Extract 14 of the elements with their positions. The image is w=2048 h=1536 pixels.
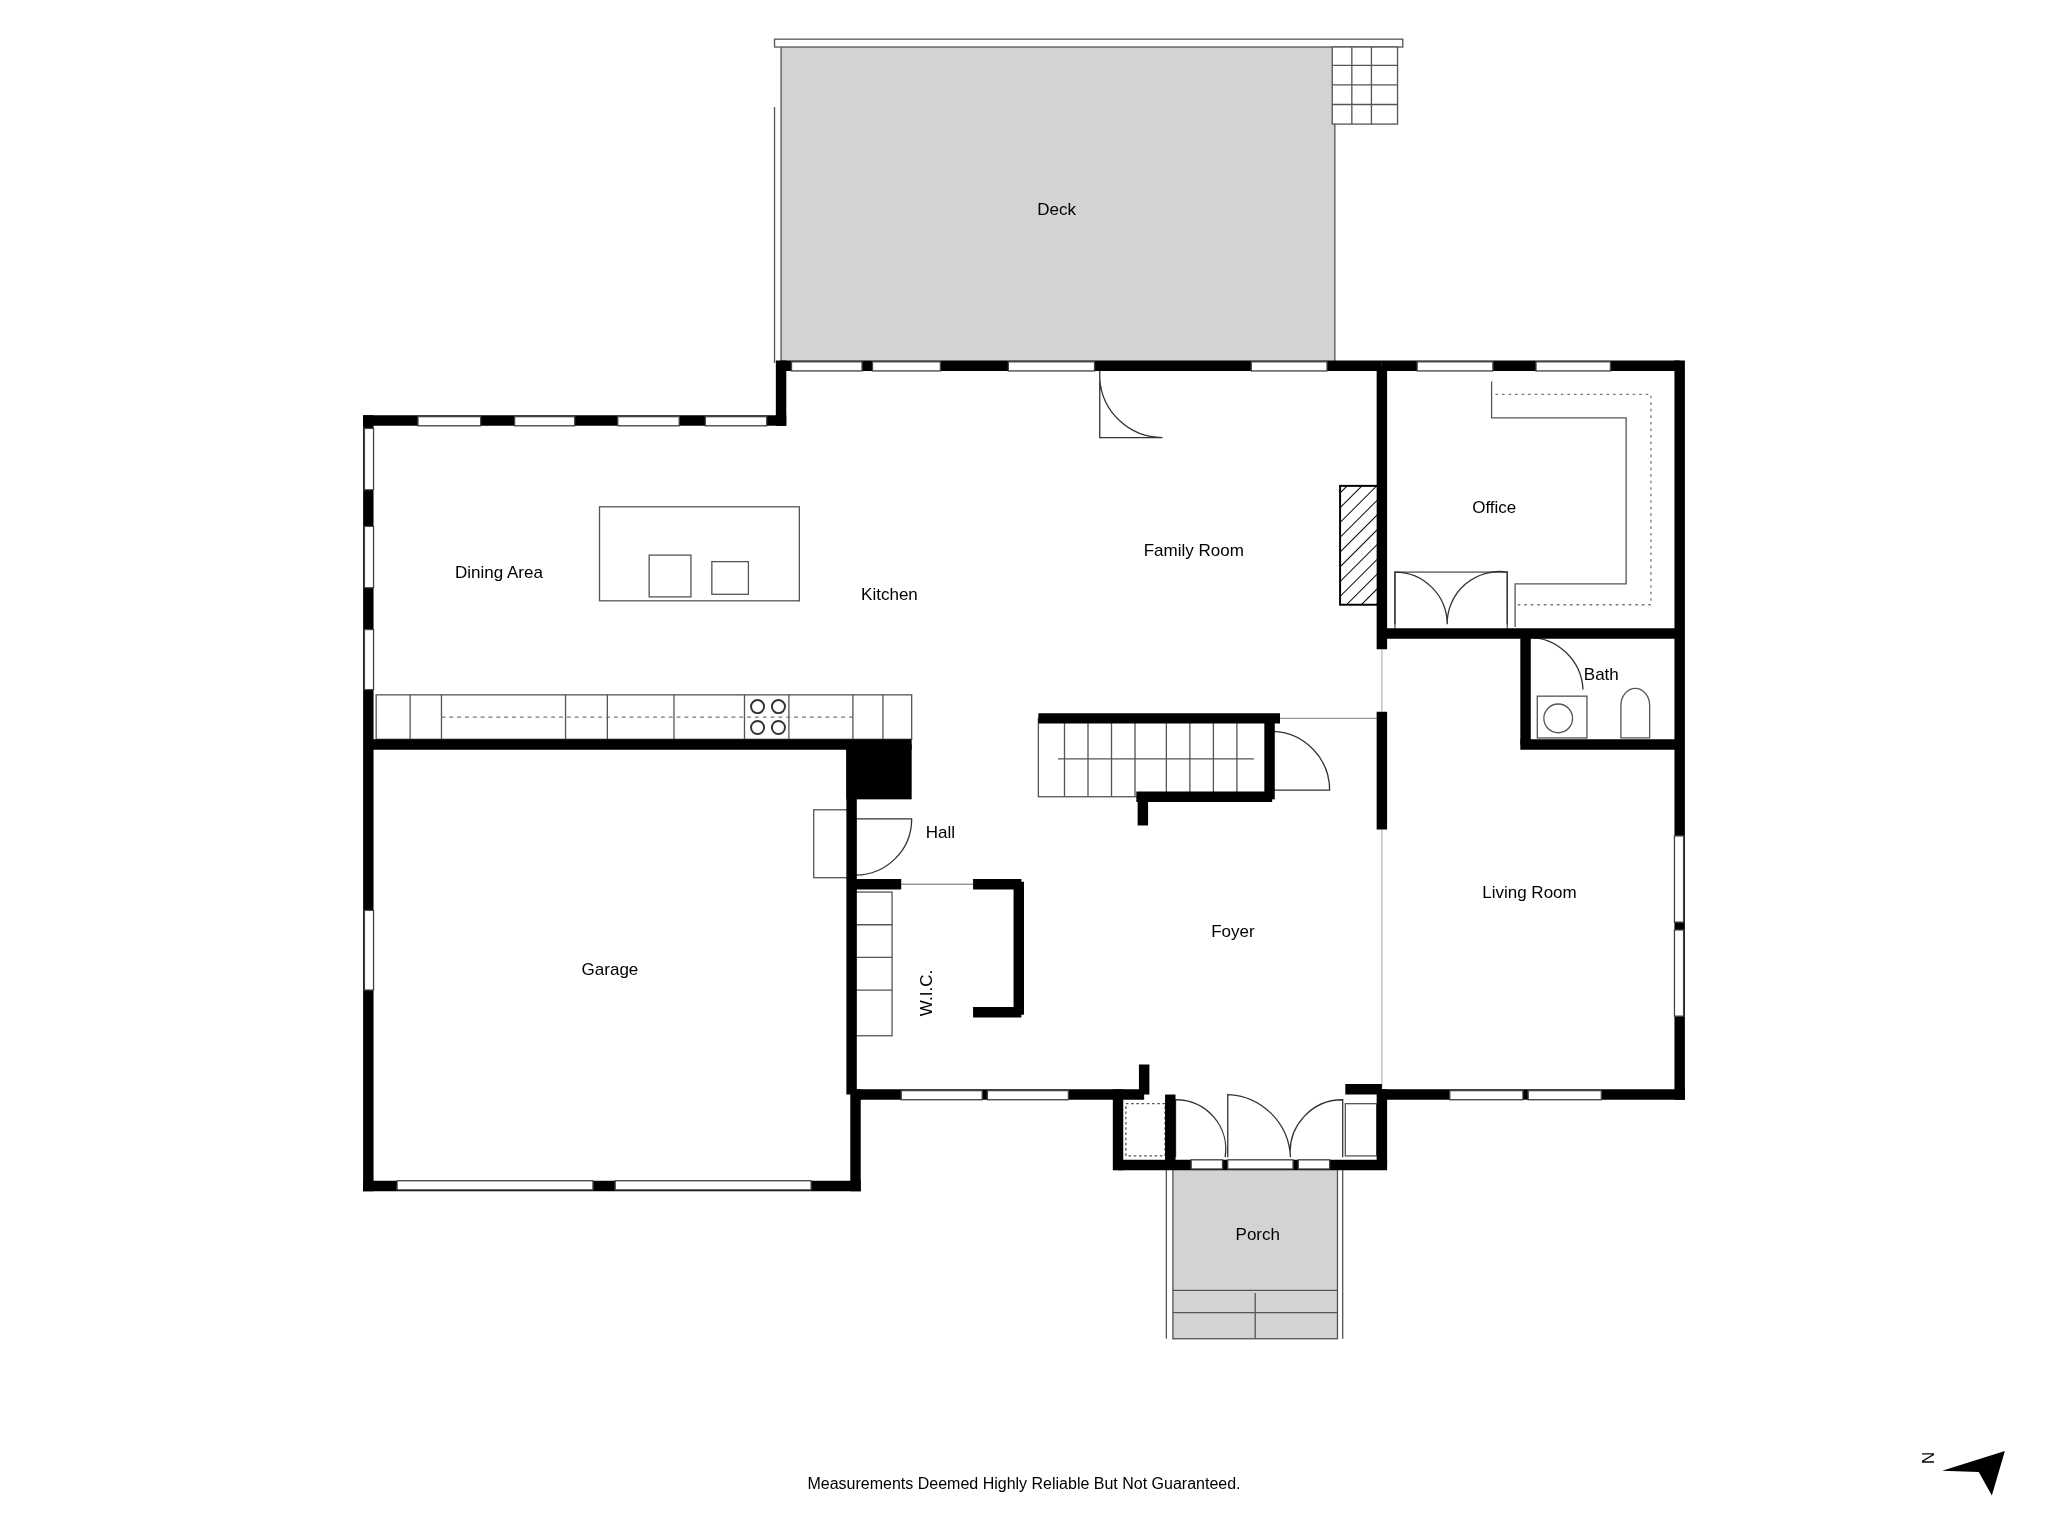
- room-label: Kitchen: [861, 585, 918, 603]
- room-label: Foyer: [1211, 922, 1255, 940]
- room-label: Garage: [581, 960, 639, 978]
- room-label: Hall: [925, 823, 956, 841]
- room-label: Living Room: [1482, 883, 1577, 901]
- compass-label: N: [1918, 1451, 1935, 1464]
- room-label: Family Room: [1143, 541, 1244, 559]
- room-label: Office: [1472, 498, 1517, 516]
- room-label: W.I.C.: [917, 969, 935, 1016]
- room-label: Deck: [1037, 200, 1076, 218]
- disclaimer-caption: Measurements Deemed Highly Reliable But Not Guaranteed.: [807, 1475, 1241, 1492]
- room-label: Bath: [1583, 665, 1619, 683]
- room-label: Dining Area: [455, 563, 543, 581]
- room-label: Porch: [1235, 1225, 1280, 1243]
